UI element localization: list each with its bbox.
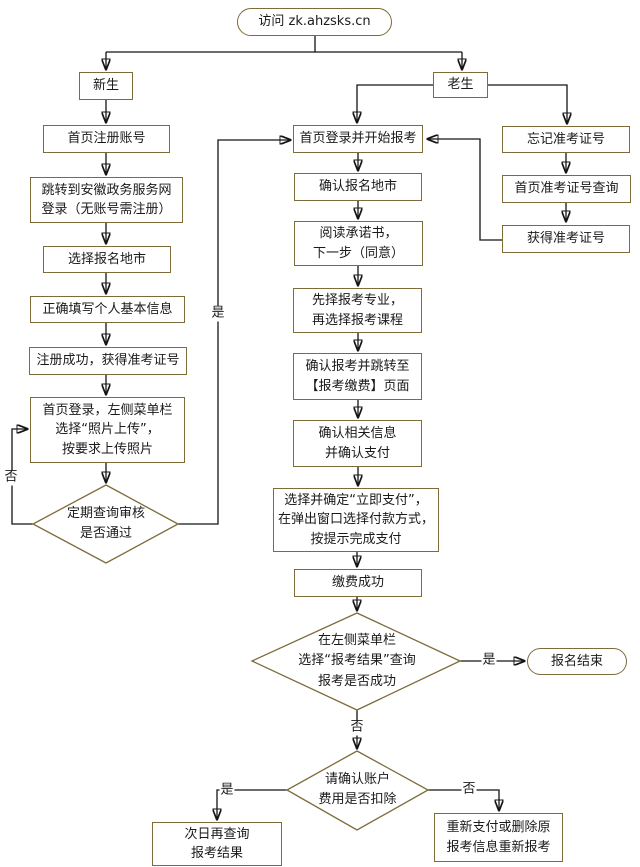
- node-choose-major: 先择报考专业， 再选择报考课程: [293, 288, 422, 333]
- node-confirm-pay-info: 确认相关信息 并确认支付: [293, 420, 422, 467]
- node-pay-now: 选择并确定“立即支付”， 在弹出窗口选择付款方式， 按提示完成支付: [273, 488, 439, 552]
- diamond-audit-check: [31, 484, 180, 564]
- node-next-day-query: 次日再查询 报考结果: [152, 822, 282, 866]
- node-new-student: 新生: [79, 72, 133, 100]
- node-fill-info: 正确填写个人基本信息: [30, 296, 185, 323]
- node-photo-upload: 首页登录，左侧菜单栏 选择“照片上传”， 按要求上传照片: [30, 397, 185, 463]
- diamond-result-check: [250, 612, 462, 711]
- edge-old-to-login: [357, 84, 433, 122]
- node-id-query: 首页准考证号查询: [502, 175, 631, 203]
- edge-old-to-forgot: [488, 84, 567, 123]
- node-got-id: 获得准考证号: [502, 225, 630, 253]
- edge-label-result-yes: 是: [481, 652, 497, 669]
- node-register-account: 首页注册账号: [43, 125, 170, 153]
- edge-fee-no-to-repay: [428, 789, 499, 810]
- node-select-city: 选择报名地市: [43, 246, 171, 273]
- node-register-success: 注册成功，获得准考证号: [29, 347, 187, 375]
- edge-label-audit-no: 否: [3, 469, 19, 486]
- node-gov-login: 跳转到安徽政务服务网 登录（无账号需注册）: [30, 177, 183, 223]
- node-confirm-apply: 确认报考并跳转至 【报考缴费】页面: [293, 353, 422, 400]
- node-forgot-id: 忘记准考证号: [502, 126, 630, 153]
- node-start-terminal: 访问 zk.ahzsks.cn: [237, 8, 392, 36]
- node-finish-terminal: 报名结束: [527, 648, 627, 675]
- edge-label-audit-yes: 是: [210, 305, 226, 322]
- diamond-fee-check: [285, 750, 430, 831]
- node-read-commitment: 阅读承诺书， 下一步（同意）: [294, 221, 423, 266]
- edge-fee-yes-to-nextday: [217, 789, 287, 819]
- node-confirm-city: 确认报名地市: [294, 173, 422, 201]
- node-pay-success: 缴费成功: [294, 569, 422, 597]
- edge-audit-yes-to-login: [178, 140, 290, 525]
- edge-label-fee-yes: 是: [219, 782, 235, 799]
- node-repay: 重新支付或删除原 报考信息重新报考: [434, 813, 563, 862]
- edge-label-fee-no: 否: [461, 781, 477, 798]
- node-login-apply: 首页登录并开始报考: [293, 125, 423, 153]
- edge-label-result-no: 否: [349, 719, 365, 736]
- edge-gotid-to-login: [428, 139, 502, 241]
- node-old-student: 老生: [433, 72, 488, 98]
